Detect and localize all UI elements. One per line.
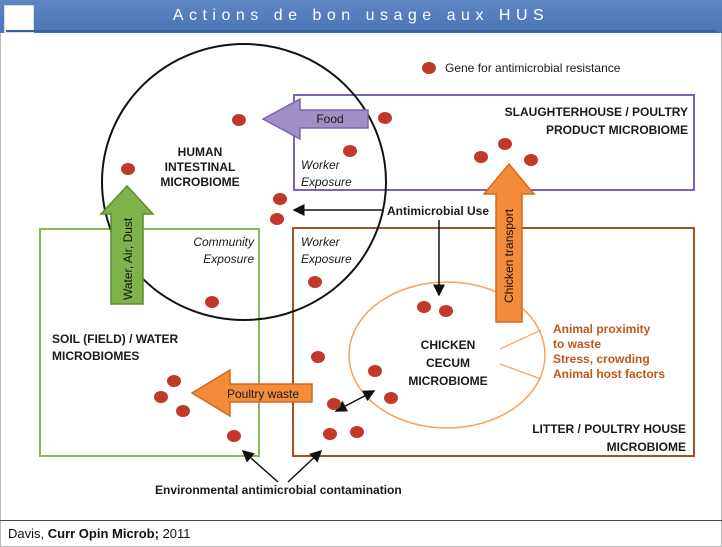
legend-gene-label: Gene for antimicrobial resistance (445, 61, 621, 75)
gene-dot (368, 365, 382, 377)
soil-water-box (39, 228, 260, 457)
gene-dot (439, 305, 453, 317)
gene-dot (350, 426, 364, 438)
water-air-dust-arrow (99, 184, 155, 305)
food-label: Food (316, 112, 344, 126)
gene-dot (417, 301, 431, 313)
gene-dot (154, 391, 168, 403)
food-arrow (261, 97, 369, 141)
gene-dot (308, 276, 322, 288)
slide-title: Actions de bon usage aux HUS (172, 7, 550, 24)
litter-box (292, 227, 695, 457)
gene-dot (232, 114, 246, 126)
gene-dot (327, 398, 341, 410)
gene-dot (227, 430, 241, 442)
gene-dot (343, 145, 357, 157)
footer-divider (0, 520, 722, 521)
water-air-dust-label: Water, Air, Dust (121, 217, 135, 300)
host-factor-line-1 (499, 329, 542, 350)
gene-dot (474, 151, 488, 163)
gene-dot (498, 138, 512, 150)
chicken-transport-arrow (482, 162, 536, 323)
citation-year: 2011 (158, 526, 191, 541)
environmental-contamination-label: Environmental antimicrobial contaminatio… (155, 483, 402, 497)
gene-dots (121, 62, 538, 442)
gene-dot (273, 193, 287, 205)
human-microbiome-circle (101, 43, 387, 321)
gene-dot (176, 405, 190, 417)
gene-dot (121, 163, 135, 175)
gene-dot (378, 112, 392, 124)
title-bar: Actions de bon usage aux HUS (0, 0, 722, 33)
gene-dot (311, 351, 325, 363)
poultry-waste-label: Poultry waste (226, 387, 300, 401)
gene-dot (167, 375, 181, 387)
title-underline (6, 30, 716, 32)
hus-logo (4, 5, 34, 33)
citation-author: Davis, (8, 526, 48, 541)
host-factor-line-2 (499, 363, 542, 380)
chicken-transport-label: Chicken transport (502, 208, 516, 303)
gene-dot (323, 428, 337, 440)
env-arrow-left (241, 450, 279, 483)
gene-dot (524, 154, 538, 166)
citation: Davis, Curr Opin Microb; 2011 (8, 526, 191, 541)
env-arrow-right (287, 449, 323, 483)
poultry-waste-arrow (190, 368, 313, 418)
citation-journal: Curr Opin Microb; (47, 526, 159, 541)
chicken-cecum-circle (348, 281, 546, 429)
antimicrobial-use-label: Antimicrobial Use (387, 204, 490, 218)
gene-dot (205, 296, 219, 308)
gene-dot (270, 213, 284, 225)
gene-dot (384, 392, 398, 404)
waste-exchange-arrow (334, 390, 376, 412)
legend-gene-dot (422, 62, 436, 74)
